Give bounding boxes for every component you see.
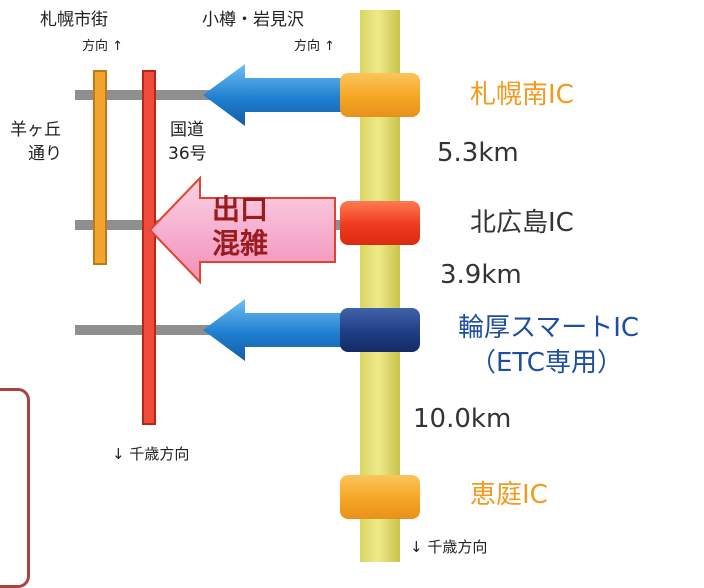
distance-1: 5.3km	[437, 138, 519, 168]
ic-block-eniwa	[340, 475, 420, 519]
distance-2: 3.9km	[440, 260, 522, 290]
arrow-wattsu-icon	[203, 299, 342, 361]
otaru-iwamizawa-direction-arrow: 方向 ↑	[294, 39, 336, 54]
ic-name-kita-hiroshima: 北広島IC	[470, 208, 574, 238]
ic-name-wattsu: 輪厚スマートIC	[458, 313, 640, 343]
ic-block-wattsu	[340, 308, 420, 352]
distance-3: 10.0km	[413, 404, 512, 434]
ic-name-sapporo-minami: 札幌南IC	[470, 80, 574, 110]
ic-block-kita-hiroshima	[340, 201, 420, 245]
arrows-layer	[148, 64, 342, 361]
partial-frame	[0, 388, 30, 588]
route36-label-line2: 36号	[168, 144, 207, 164]
ic-block-sapporo-minami	[340, 73, 420, 117]
arrow-sapporo-minami-icon	[203, 64, 342, 126]
hitsujigaoka-label-line2: 通り	[28, 144, 62, 164]
hitsujigaoka-street	[93, 70, 107, 265]
chitose-direction-bottom: ↓ 千歳方向	[410, 538, 488, 556]
otaru-iwamizawa-direction-label: 小樽・岩見沢	[202, 10, 304, 30]
ic-name-wattsu-sub: （ETC専用）	[470, 348, 623, 378]
ic-name-eniwa: 恵庭IC	[470, 480, 548, 510]
arrow-congestion-icon	[148, 175, 336, 285]
congestion-label-line2: 混雑	[212, 227, 269, 260]
sapporo-city-direction-label: 札幌市街	[40, 10, 108, 30]
sapporo-city-direction-arrow: 方向 ↑	[82, 39, 124, 54]
route36-label-line1: 国道	[170, 120, 204, 140]
national-route-36	[142, 70, 156, 425]
chitose-direction-left: ↓ 千歳方向	[112, 445, 190, 463]
hitsujigaoka-label-line1: 羊ヶ丘	[10, 120, 61, 140]
congestion-label-line1: 出口	[212, 193, 269, 226]
